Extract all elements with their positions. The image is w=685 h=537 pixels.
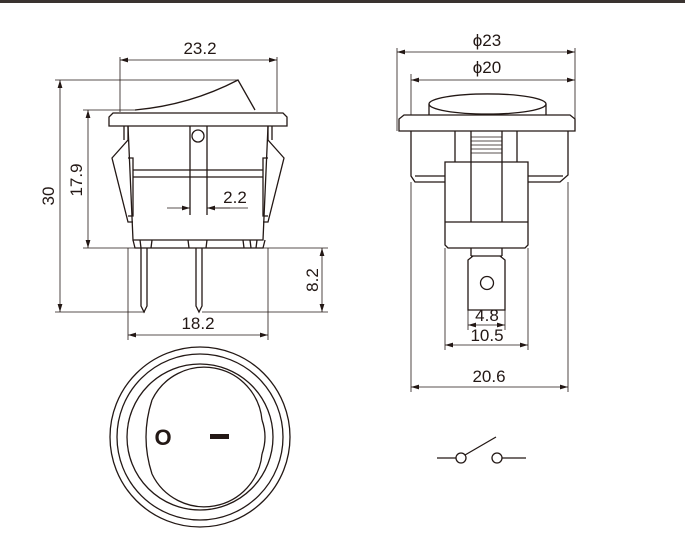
dim-20-6: 20.6 [472,367,505,386]
top-view: O [109,346,291,528]
off-symbol: O [154,425,171,450]
on-symbol [210,434,229,439]
dim-phi-20: ϕ20 [473,58,501,77]
dim-4-8: 4.8 [475,306,499,325]
top-border [0,0,685,3]
dim-2-2: 2.2 [223,188,247,207]
side-view [398,93,576,311]
terminal [467,255,506,311]
dim-10-5: 10.5 [470,326,503,345]
dim-8-2: 8.2 [303,268,322,292]
dim-23-2: 23.2 [183,39,216,58]
side-dimensions: ϕ23 ϕ20 4.8 10.5 20.6 [396,31,576,392]
dim-17-9: 17.9 [67,163,86,196]
indicator-hole [191,129,205,143]
front-view [108,79,288,314]
switch-schematic-symbol [437,436,526,464]
dim-30: 30 [39,187,58,206]
pin-left [140,248,148,314]
dim-phi-23: ϕ23 [473,31,501,50]
dim-18-2: 18.2 [181,314,214,333]
pin-center [195,248,203,314]
spring [471,136,502,154]
front-dimensions: 23.2 30 17.9 2.2 8.2 18.2 [39,39,328,340]
terminal-hole [479,275,495,291]
